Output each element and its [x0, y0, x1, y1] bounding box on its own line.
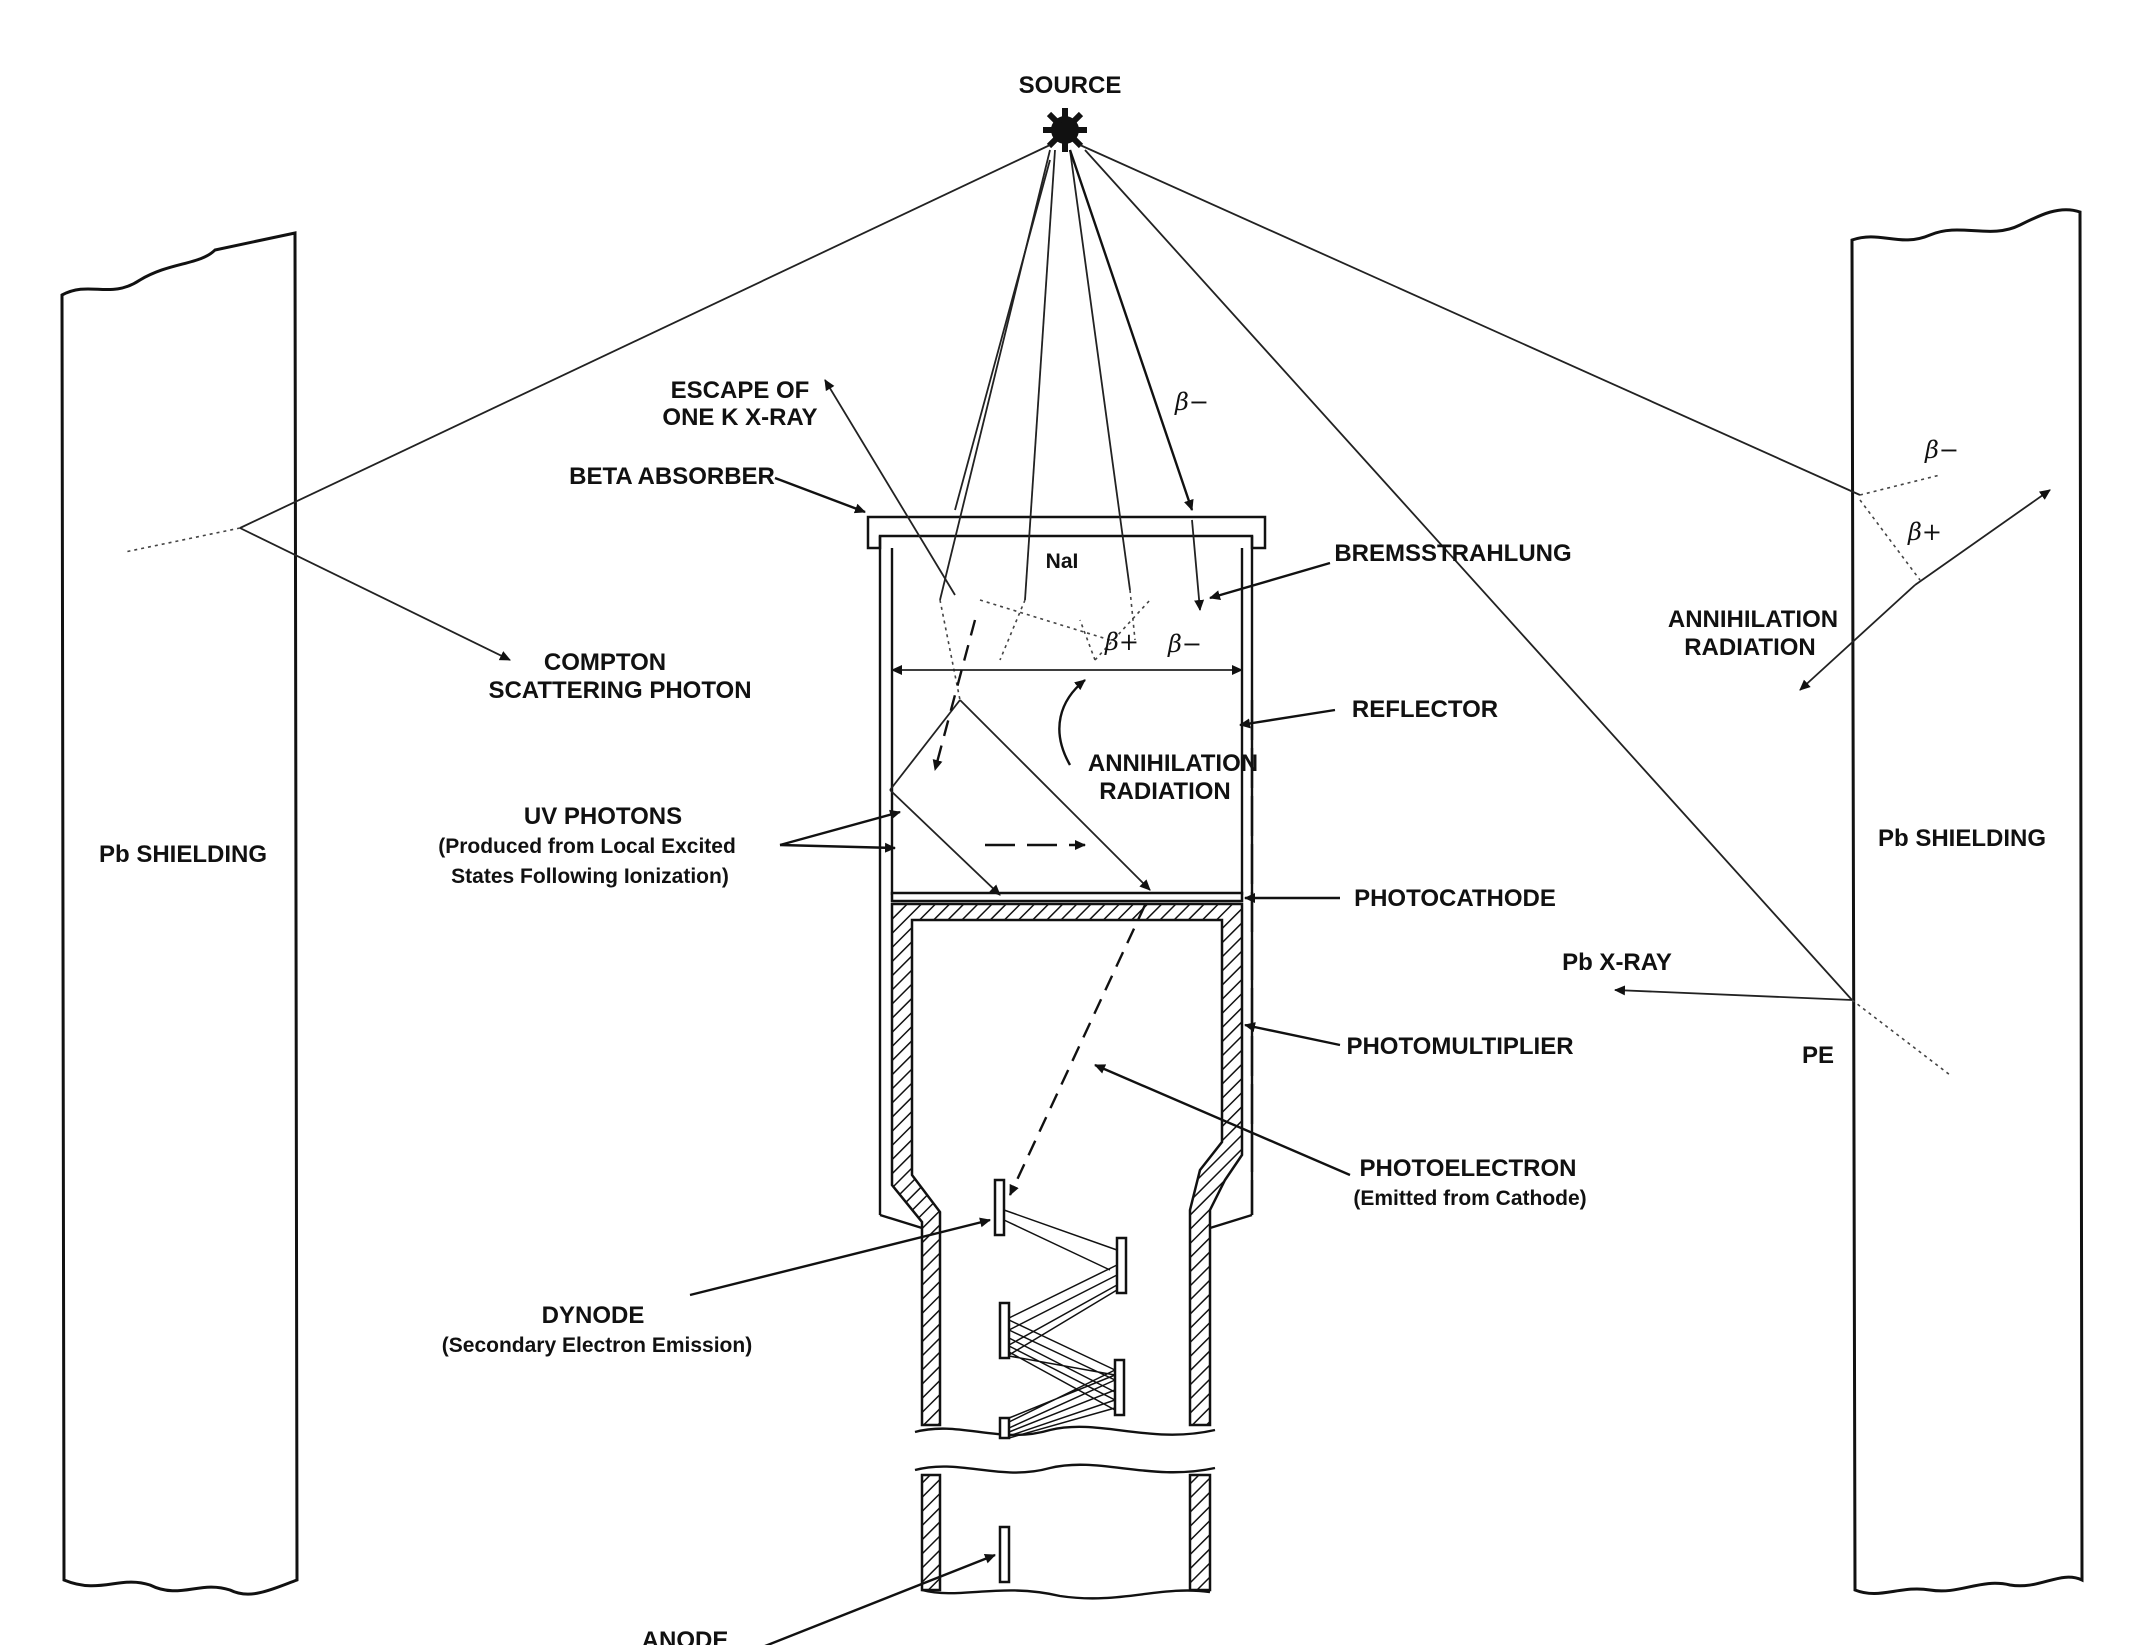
gamma-into-crystal-2	[1024, 149, 1056, 601]
beta-minus-track	[1068, 149, 1194, 511]
uv-photons-label: UV PHOTONS	[524, 803, 682, 830]
escape-label-line2: ONE K X-RAY	[662, 404, 817, 431]
compton-gamma-path	[239, 144, 1051, 529]
beta-absorber-cap	[866, 515, 1267, 550]
photoelectron-dash-1	[932, 619, 977, 771]
uv-photon-1	[889, 699, 961, 791]
gamma-into-crystal-3b	[1129, 589, 1136, 641]
beta-minus-right: β−	[1924, 436, 1959, 464]
pb-xray-path	[1614, 985, 1853, 1001]
leader-annihilation-center	[1058, 679, 1086, 766]
gamma-into-crystal-2b	[999, 599, 1026, 661]
escape-kxray-inner	[979, 599, 1111, 641]
reflector-label: REFLECTOR	[1352, 696, 1498, 723]
nai-label: NaI	[1046, 550, 1079, 573]
source-label: SOURCE	[1019, 72, 1122, 99]
electron-fan	[1003, 1209, 1118, 1439]
radiation-paths	[124, 144, 2051, 1196]
beta-plus-inner	[1079, 619, 1096, 661]
dynode-sub: (Secondary Electron Emission)	[442, 1334, 752, 1357]
compton-scatter-path	[239, 527, 511, 661]
leader-beta-absorber	[774, 476, 866, 514]
annihilation-right-line2: RADIATION	[1684, 634, 1816, 661]
escape-kxray-arrow	[824, 379, 956, 596]
gamma-into-crystal-3	[1069, 149, 1131, 591]
break-mark-lower	[914, 1463, 1216, 1474]
annihilation-right-up	[1914, 489, 2051, 586]
break-mark-upper	[914, 1425, 1216, 1437]
dynode-3	[998, 1301, 1011, 1360]
leader-photoelectron	[1094, 1063, 1351, 1177]
tube-bottom	[921, 1588, 1211, 1600]
housing-step	[879, 1213, 1253, 1230]
annihilation-right-line1: ANNIHILATION	[1668, 606, 1838, 633]
leader-anode	[764, 1553, 996, 1645]
leader-lines	[689, 476, 1351, 1645]
photocathode-layer	[890, 891, 1244, 903]
escape-label-line1: ESCAPE OF	[671, 377, 810, 404]
pe-label: PE	[1802, 1042, 1834, 1069]
photomultiplier-lower	[920, 1473, 1212, 1592]
gamma-pb-path	[1084, 149, 1853, 1001]
dynode-4	[1113, 1358, 1126, 1417]
gamma-into-crystal-1b	[939, 599, 961, 701]
compton-label-line2: SCATTERING PHOTON	[488, 677, 751, 704]
leader-reflector	[1239, 708, 1336, 729]
compton-label-line1: COMPTON	[544, 649, 666, 676]
pb-shielding-right	[1850, 208, 2084, 1595]
beta-plus-right-path	[1859, 499, 1921, 581]
dynode-label: DYNODE	[542, 1302, 645, 1329]
source-icon	[1043, 108, 1087, 152]
photomultiplier-label: PHOTOMULTIPLIER	[1346, 1033, 1573, 1060]
pass-through-left	[124, 527, 241, 553]
bremsstrahlung-label: BREMSSTRAHLUNG	[1334, 540, 1571, 567]
leader-photomultiplier	[1244, 1022, 1341, 1047]
pb-shielding-left-label: Pb SHIELDING	[99, 841, 267, 868]
photoelectron-dash-2	[1008, 904, 1147, 1196]
escape-kxray-upper	[954, 159, 1051, 511]
photoelectron-label: PHOTOELECTRON	[1360, 1155, 1577, 1182]
annihilation-center-line2: RADIATION	[1099, 778, 1231, 805]
dynode-1	[993, 1178, 1006, 1237]
pb-shielding-right-label: Pb SHIELDING	[1878, 825, 2046, 852]
leader-dynode	[689, 1217, 991, 1297]
gamma-right-path	[1079, 144, 1861, 496]
leader-uv-1	[779, 809, 901, 847]
beta-minus-inner: β−	[1167, 630, 1202, 658]
pb-xray-label: Pb X-RAY	[1562, 949, 1672, 976]
leader-bremsstrahlung	[1209, 561, 1331, 600]
leader-uv-2	[779, 842, 896, 853]
photoelectron-sub: (Emitted from Cathode)	[1353, 1187, 1586, 1210]
beta-minus-top: β−	[1174, 388, 1209, 416]
beta-absorber-label: BETA ABSORBER	[569, 463, 775, 490]
anode-label: ANODE	[642, 1627, 729, 1645]
beta-plus-right: β+	[1907, 518, 1942, 546]
uv-photon-2	[889, 789, 1001, 896]
dynode-2	[1115, 1236, 1128, 1295]
uv-photons-sub2: States Following Ionization)	[451, 865, 729, 888]
uv-photons-sub1: (Produced from Local Excited	[438, 835, 736, 858]
beta-plus-inner: β+	[1104, 628, 1139, 656]
dynode-5	[998, 1416, 1011, 1440]
annihilation-right-down	[1799, 584, 1916, 691]
bremsstrahlung-track	[1191, 519, 1205, 611]
photomultiplier-wall	[890, 902, 1244, 1427]
uv-photon-3	[959, 699, 1151, 891]
pb-shielding-left	[60, 231, 299, 1596]
anode	[998, 1525, 1011, 1584]
annihilation-center-line1: ANNIHILATION	[1088, 750, 1258, 777]
photocathode-label: PHOTOCATHODE	[1354, 885, 1556, 912]
